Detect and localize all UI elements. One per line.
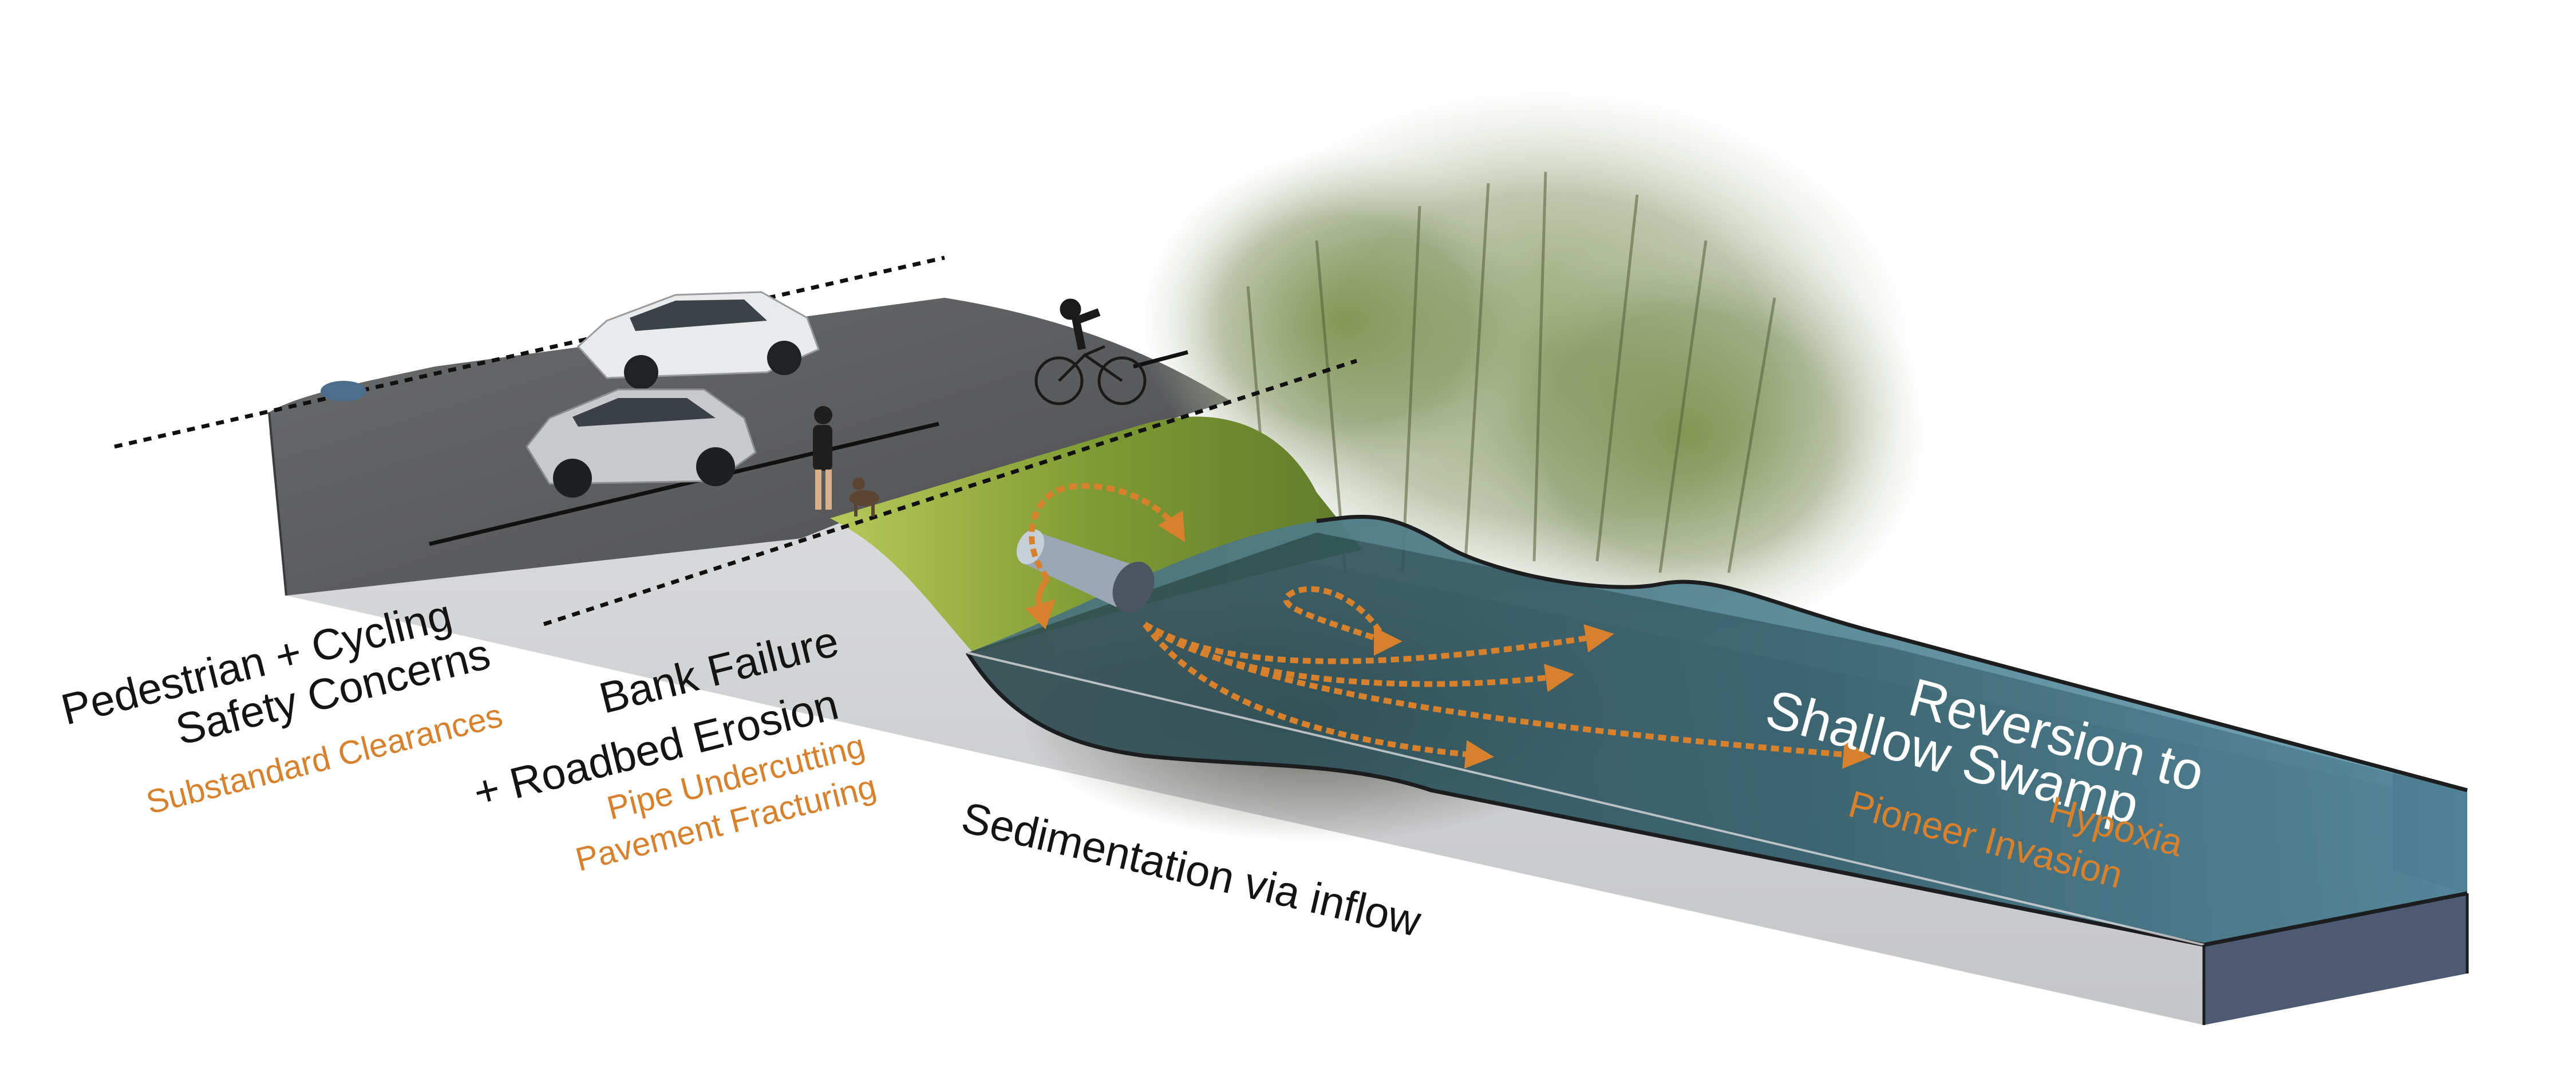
- flow-arrow-loop: [1283, 586, 1402, 656]
- slab-end-face: [2204, 893, 2467, 1025]
- tree-canopy-2: [1448, 229, 1929, 641]
- car-silver-sedan: [526, 388, 757, 498]
- tree-canopy-3: [1139, 149, 1551, 492]
- water-top-edge: [1316, 514, 2468, 793]
- flow-arrow-3: [1142, 622, 1494, 769]
- flow-arrow-loop-top: [1029, 483, 1186, 581]
- flow-arrow-bank: [1025, 577, 1056, 629]
- left-pipe-end: [321, 381, 366, 401]
- flow-arrows: [1029, 483, 1872, 769]
- grass-bank: [830, 416, 1362, 653]
- flow-arrow-4: [1143, 621, 1574, 692]
- flow-arrow-2: [1143, 621, 1872, 769]
- dashed-line-top: [114, 255, 945, 449]
- water-body: [967, 517, 2467, 945]
- dog: [850, 478, 879, 517]
- water-front-glass: [2202, 893, 2469, 1025]
- culvert-pipe: [1016, 529, 1155, 613]
- solid-line: [429, 421, 939, 546]
- water-outline: [966, 652, 2468, 947]
- car-white-suv: [576, 291, 820, 389]
- water-inner-line: [967, 652, 2204, 946]
- solid-line-short: [1133, 350, 1188, 369]
- road-edge: [268, 412, 287, 596]
- cyclist: [1034, 298, 1147, 405]
- pedestrian: [813, 406, 832, 510]
